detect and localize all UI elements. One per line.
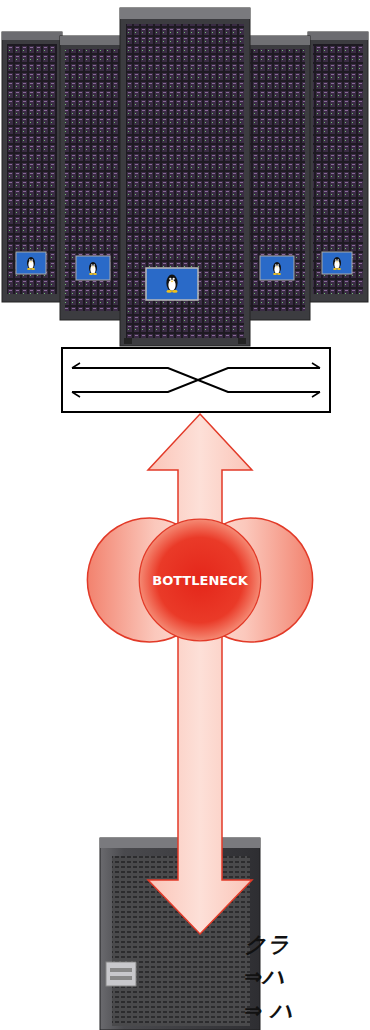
note-text: ⇒ ハ bbox=[244, 996, 293, 1026]
note-text: クラ bbox=[244, 930, 290, 960]
text-stack: BOTTLENECK bbox=[152, 573, 248, 588]
double-arrow bbox=[87, 414, 312, 934]
server-rack bbox=[244, 36, 310, 320]
server-rack bbox=[308, 32, 368, 302]
server-rack bbox=[2, 32, 62, 302]
server-rack bbox=[120, 8, 250, 346]
note-text: ⇒ハ bbox=[244, 962, 285, 992]
bottleneck-circle: BOTTLENECK bbox=[138, 518, 262, 642]
switch-symbol bbox=[62, 348, 330, 412]
node-label: BOTTLENECK bbox=[152, 573, 248, 588]
server-rack bbox=[60, 36, 126, 320]
